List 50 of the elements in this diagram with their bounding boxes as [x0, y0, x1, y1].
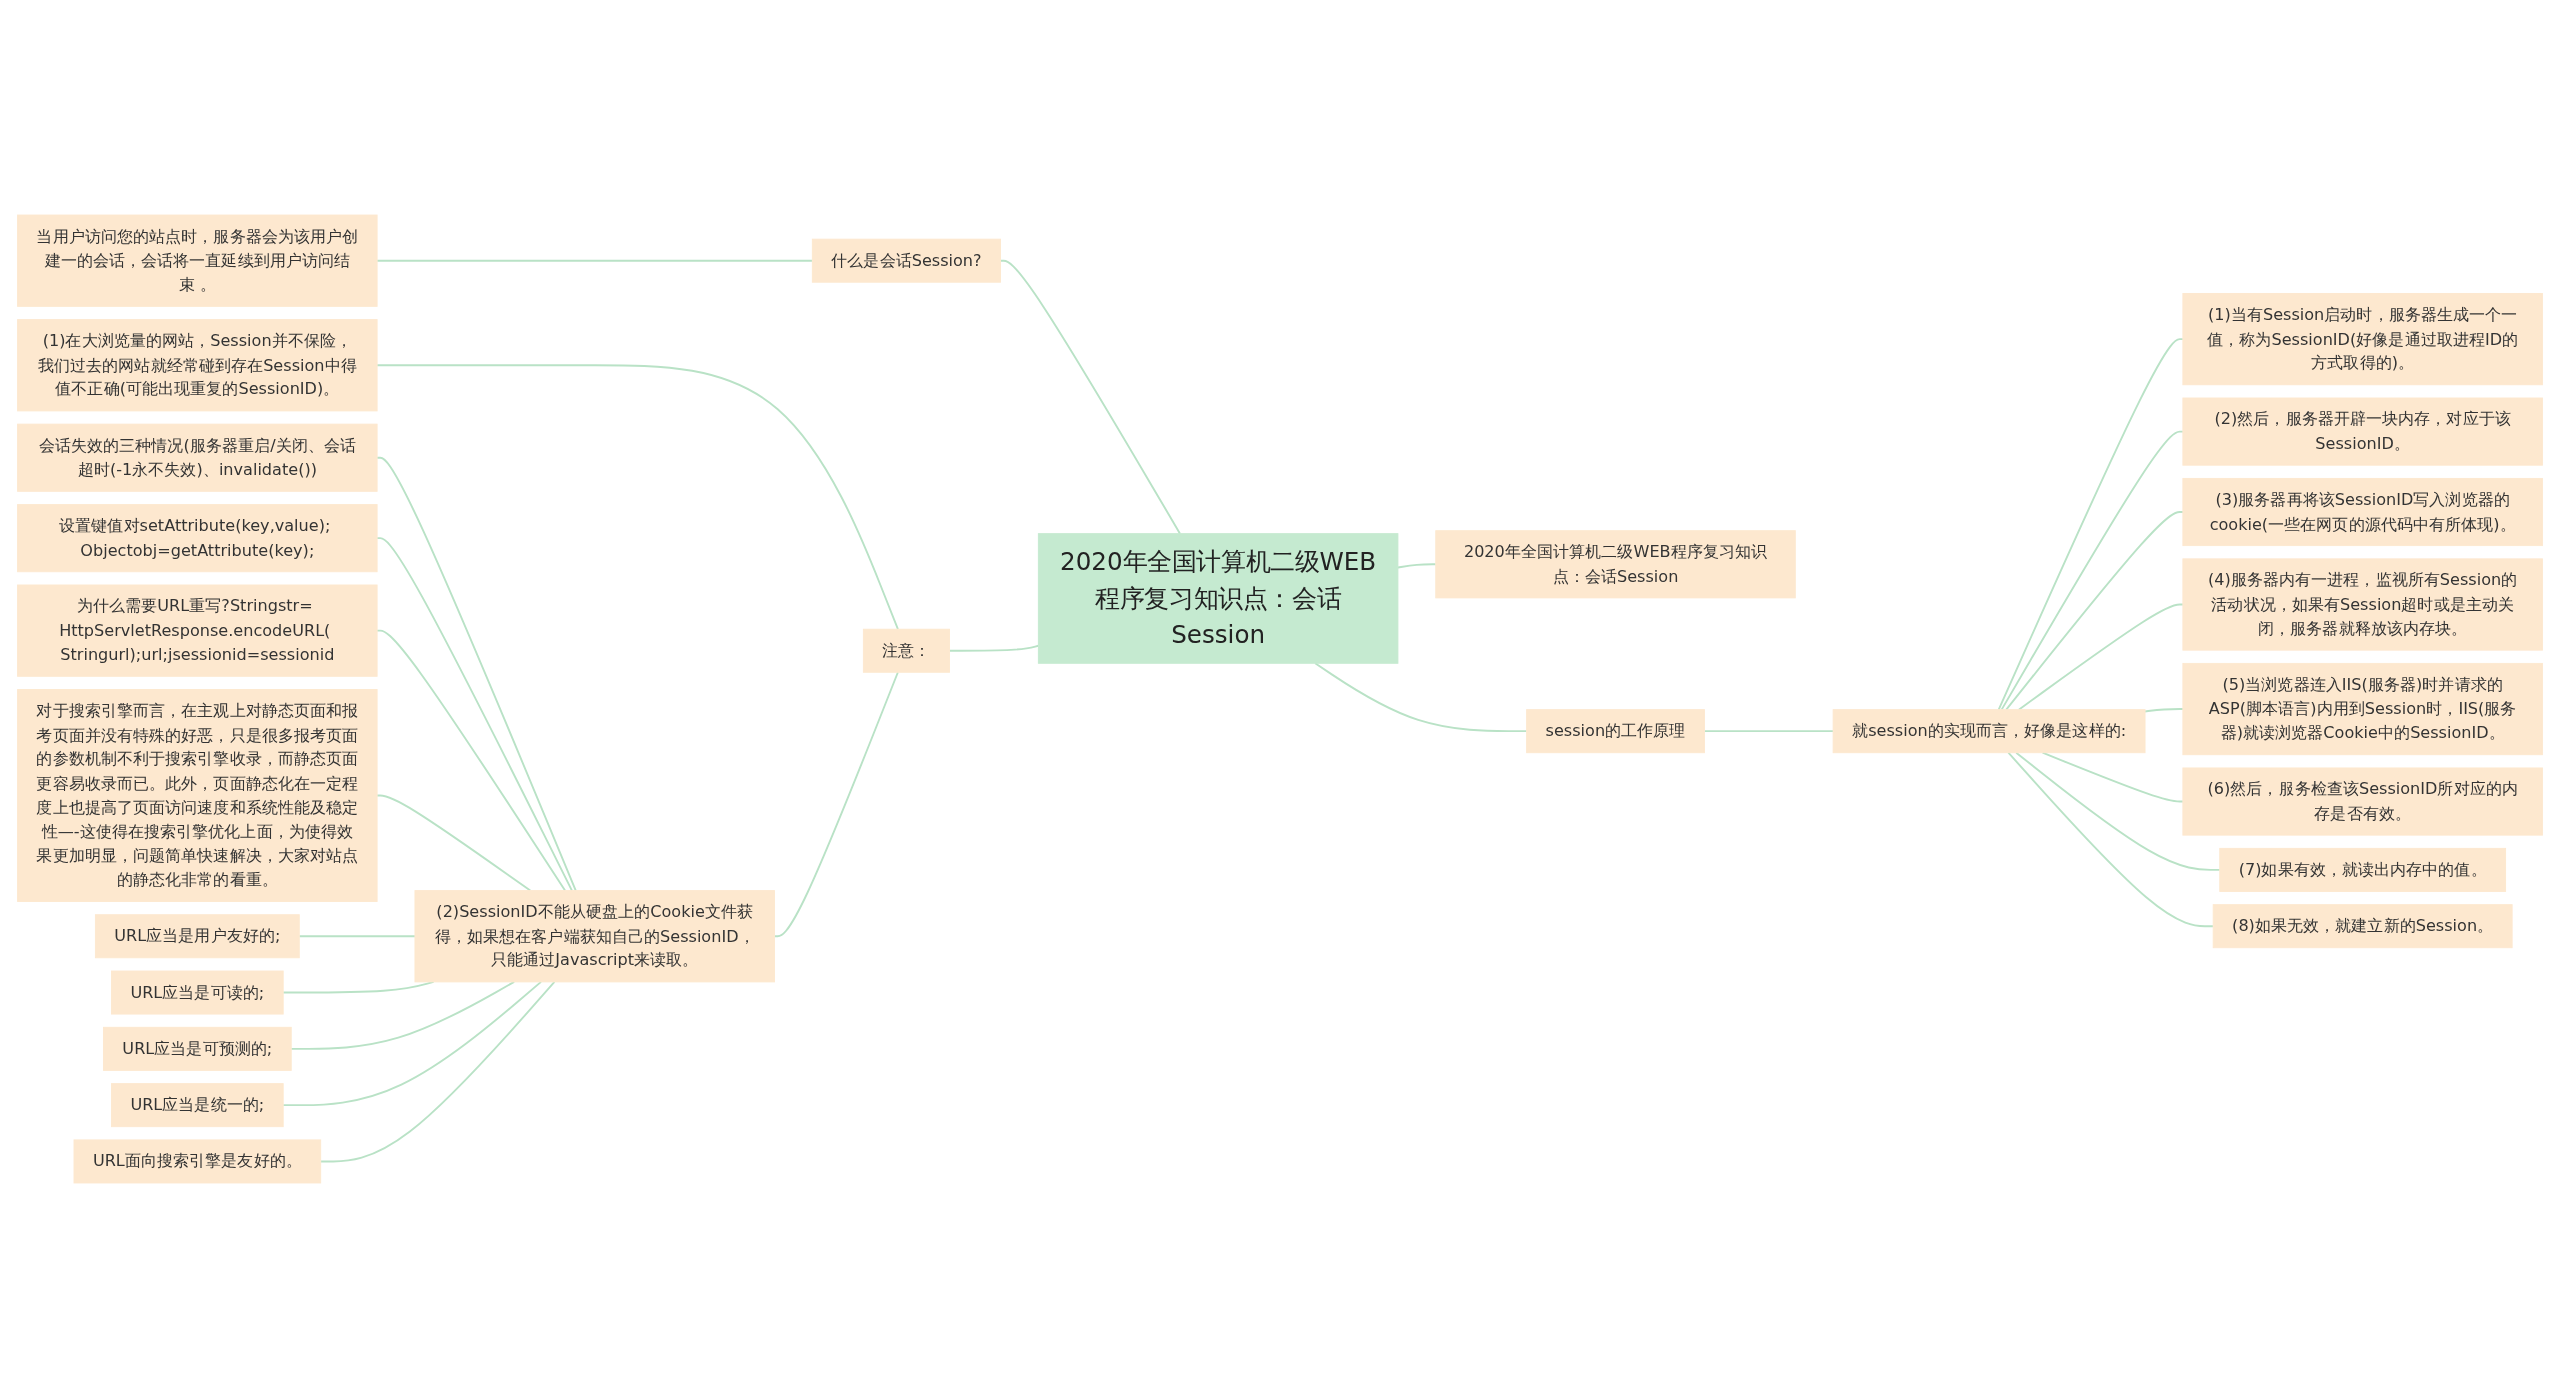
connector [290, 980, 516, 1050]
connector [2041, 751, 2184, 802]
node-box: 2020年全国计算机二级WEB程序复习知识点：会话Session [1435, 529, 1796, 598]
node-box: 当用户访问您的站点时，服务器会为该用户创建一的会话，会话将一直延续到用户访问结束 。 [17, 214, 378, 307]
connector [999, 259, 1181, 535]
node-box: (2)SessionID不能从硬盘上的Cookie文件获得，如果想在客户端获知自己的SessionID，只能通过Javascript来读取。 [414, 889, 775, 982]
connector [2144, 707, 2184, 712]
node-box: 对于搜索引擎而言，在主观上对静态页面和报考页面并没有特殊的好恶，只是很多报考页面的参数机制不利于搜索引擎收录，而静态页面更容易收录而已。此外，页面静态化在一定程度上也提高了页面访问速度和系统性能及稳定性—-这使得在搜索引擎优化上面，为使得效果更加明显，问题简单快速解决，大家对站点的静态化非常的看重。 [17, 688, 378, 902]
node-box: 就session的实现而言，好像是这样的: [1832, 708, 2146, 753]
connector [2005, 510, 2184, 711]
connector [298, 934, 416, 937]
connector [319, 980, 556, 1162]
connector [376, 259, 814, 262]
node-box: (7)如果有效，就读出内存中的值。 [2219, 847, 2507, 892]
connector [948, 644, 1040, 652]
connector [376, 629, 566, 892]
connector [1997, 337, 2184, 711]
node-box: (1)当有Session启动时，服务器生成一个一值，称为SessionID(好像是通过取进程ID的方式取得的)。 [2182, 292, 2543, 385]
node-box: 2020年全国计算机二级WEB程序复习知识点：会话Session [1037, 532, 1399, 664]
node-box: (3)服务器再将该SessionID写入浏览器的cookie(一些在网页的源代码中有所体现)。 [2182, 477, 2543, 546]
node-box: URL应当是可读的; [111, 970, 284, 1015]
node-box: URL应当是可预测的; [102, 1026, 292, 1071]
node-box: URL面向搜索引擎是友好的。 [73, 1138, 322, 1183]
node-box: (5)当浏览器连入IIS(服务器)时并请求的ASP(脚本语言)内用到Session时，IIS(服务器)就读浏览器Cookie中的SessionID。 [2182, 662, 2543, 755]
node-box: URL应当是统一的; [111, 1082, 284, 1127]
connector [376, 794, 532, 892]
node-box: (2)然后，服务器开辟一块内存，对应于该SessionID。 [2182, 397, 2543, 466]
connector [2000, 430, 2184, 711]
node-box: 什么是会话Session? [811, 238, 1001, 283]
connector [773, 670, 899, 937]
node-box: (8)如果无效，就建立新的Session。 [2212, 903, 2513, 948]
connector [2017, 603, 2184, 711]
node-box: session的工作原理 [1526, 708, 1705, 753]
connector [2007, 751, 2215, 927]
connector [376, 536, 573, 892]
connector [1314, 661, 1528, 732]
connector [1703, 729, 1835, 732]
node-box: (6)然后，服务检查该SessionID所对应的内存是否有效。 [2182, 766, 2543, 836]
node-box: (4)服务器内有一进程，监视所有Session的活动状况，如果有Session超时或是主动关闭，服务器就释放该内存块。 [2182, 557, 2543, 651]
node-box: 会话失效的三种情况(服务器重启/关闭、会话超时(-1永不失效)、invalidate()) [17, 423, 378, 492]
connector [282, 980, 542, 1106]
node-box: 设置键值对setAttribute(key,value); Objectobj=getAttribute(key); [17, 503, 378, 572]
node-box: (1)在大浏览量的网站，Session并不保险，我们过去的网站就经常碰到存在Session中得值不正确(可能出现重复的SessionID)。 [17, 318, 378, 411]
node-box: 注意： [862, 628, 950, 673]
connector [376, 363, 899, 630]
node-box: 为什么需要URL重写?Stringstr= HttpServletResponse.encodeURL( Stringurl);url;jsessionid=sessionid [17, 584, 378, 677]
connector [1396, 562, 1437, 568]
connector [2015, 751, 2221, 871]
connector [376, 456, 577, 892]
node-box: URL应当是用户友好的; [94, 913, 300, 958]
